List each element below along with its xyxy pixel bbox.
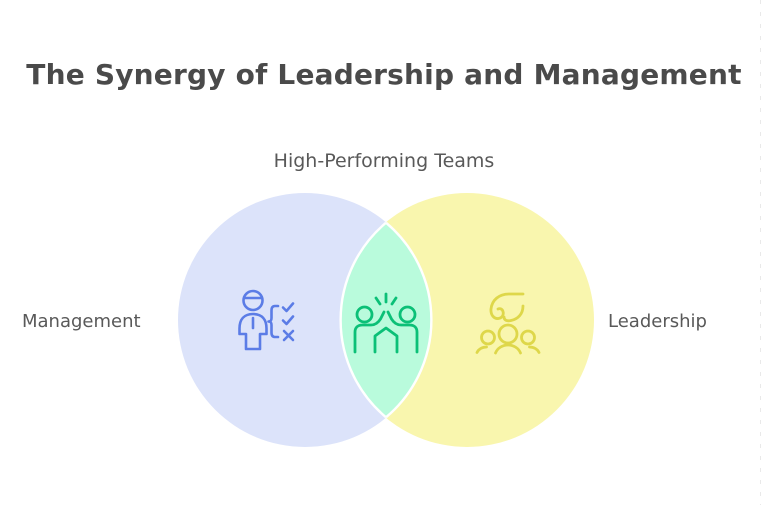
lens-outline (339, 221, 433, 419)
overlap-lens-high-performing-teams[interactable] (340, 193, 594, 447)
right-circle-label: Leadership (608, 311, 707, 332)
page-edge-guide (760, 0, 761, 505)
page-title: The Synergy of Leadership and Management (26, 58, 742, 91)
left-circle-label: Management (22, 311, 141, 332)
overlap-label: High-Performing Teams (273, 150, 495, 172)
group-of-people-with-swirl-arrow-icon (475, 290, 541, 356)
two-people-high-five-celebration-icon (353, 292, 419, 354)
person-with-checklist-icon (232, 287, 302, 353)
venn-diagram (178, 193, 594, 447)
